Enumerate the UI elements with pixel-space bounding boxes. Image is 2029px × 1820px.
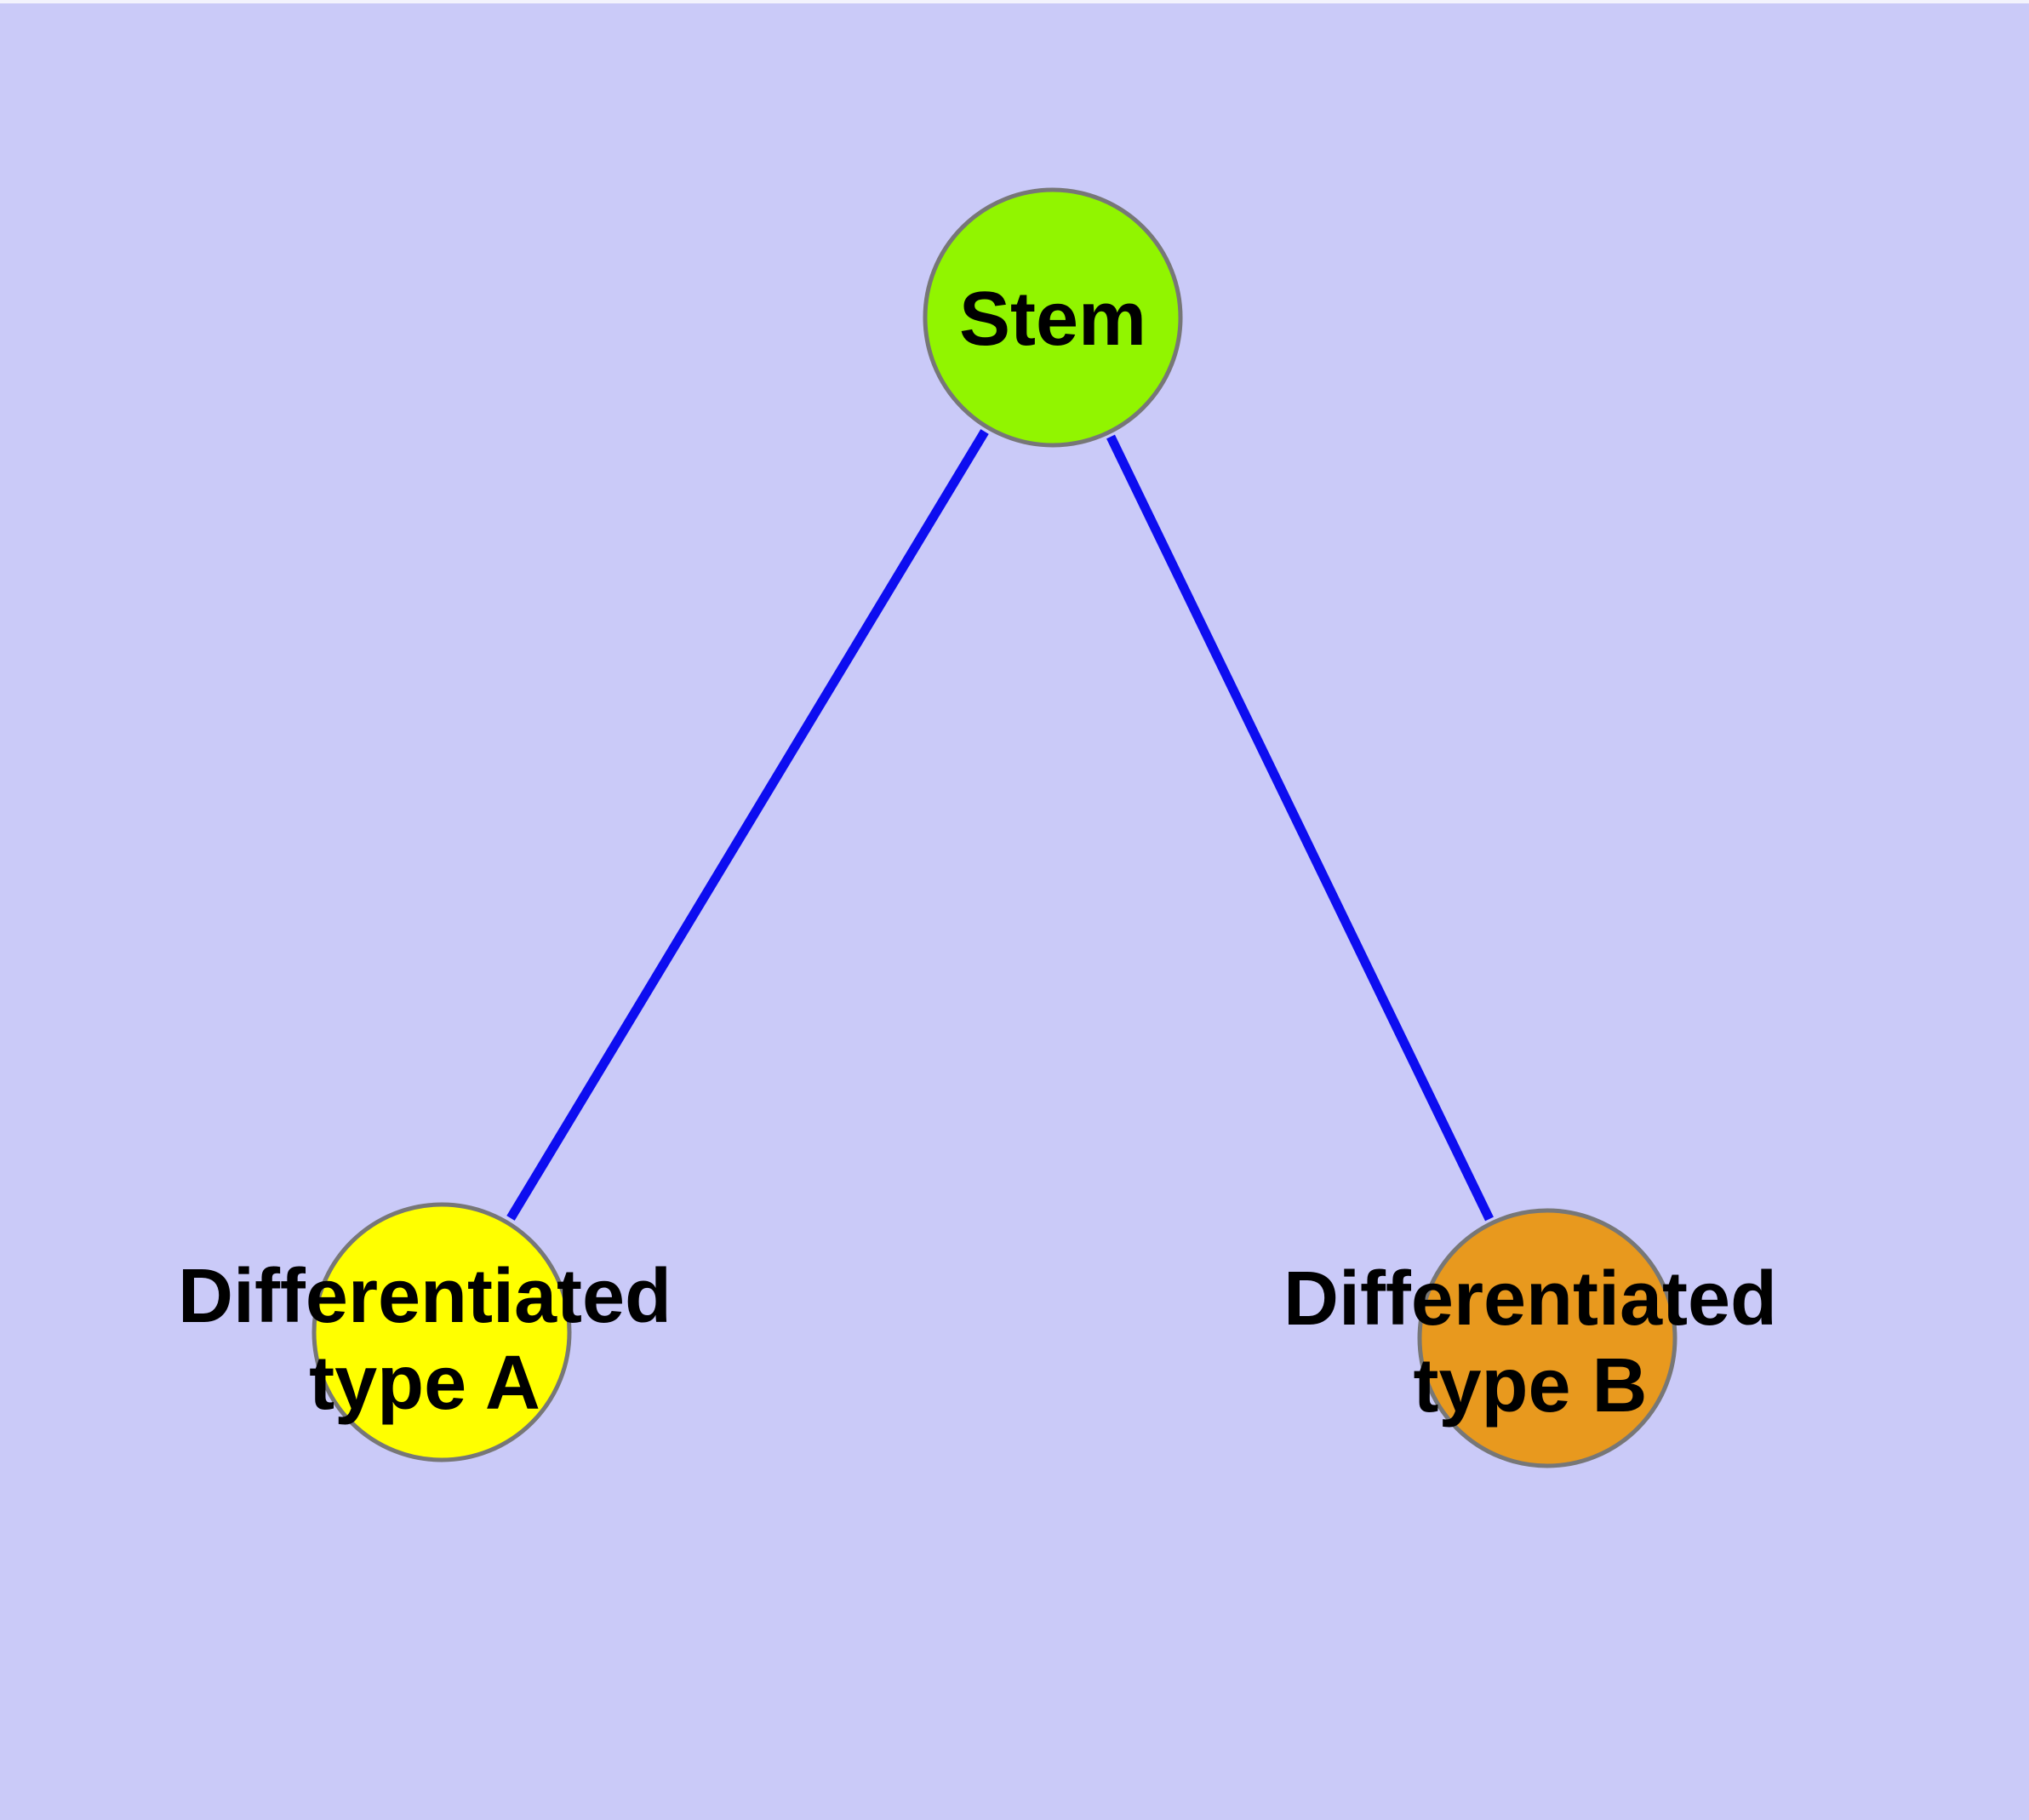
node-type-a-label-line2: type A bbox=[309, 1341, 540, 1426]
node-stem-circle bbox=[923, 187, 1183, 448]
node-type-b-label-line1: Differentiated bbox=[1283, 1256, 1777, 1342]
node-type-a-circle bbox=[311, 1202, 572, 1462]
node-stem-label: Stem bbox=[959, 277, 1146, 362]
node-type-b-label-line2: type B bbox=[1413, 1343, 1647, 1428]
node-type-a-label-line1: Differentiated bbox=[178, 1254, 672, 1339]
window-edge-highlight bbox=[0, 0, 2029, 3]
edge-stem-to-type-b bbox=[1106, 434, 1494, 1222]
node-type-b-circle bbox=[1417, 1208, 1677, 1468]
edge-stem-to-type-a bbox=[506, 429, 989, 1221]
